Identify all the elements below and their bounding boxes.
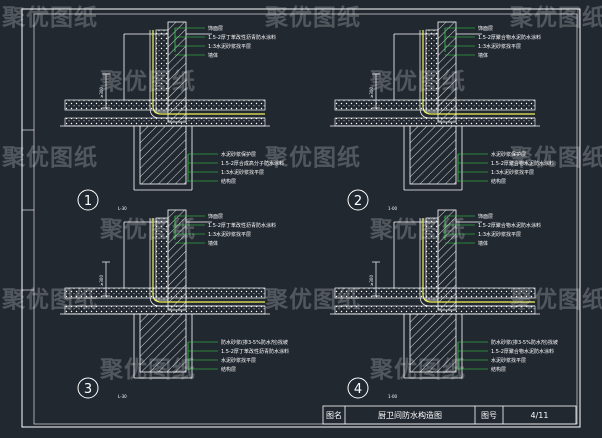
upper-note: 1.5-2厚丁苯改性沥青防水涂料 [208,222,276,229]
detail-number: 2 [354,194,362,209]
lower-note: 1.5-2厚聚合物水泥防水涂料 [491,160,554,167]
lower-note: 防水砂浆(掺3-5%防水剂)找坡 [221,339,288,346]
beam-hatch [139,313,187,373]
upper-note: 墙体 [208,240,218,247]
lower-note: 1:3水泥砂浆找平层 [491,169,534,176]
wall-plaster-layer [425,217,439,301]
beam-hatch [409,125,457,185]
dimension-label: ≥300 [369,275,374,286]
detail-tag: 1-00 [388,394,398,399]
upper-note: 饰面层 [208,213,223,220]
lower-note: 1:3水泥砂浆找平层 [221,169,264,176]
detail-tag: 1-00 [388,206,398,211]
detail-tag: L-30 [118,206,127,211]
detail-number-circle [77,189,99,211]
lower-note: 水泥砂浆找平层 [221,357,256,364]
upper-note: 1:3水泥砂浆找平层 [208,231,251,238]
inner-border [33,13,578,425]
lower-note: 结构层 [491,366,506,373]
upper-note: 1:3水泥砂浆找平层 [478,43,521,50]
floor-leveling [334,305,536,315]
detail-tag: L-30 [118,394,127,399]
lower-note: 结构层 [491,178,506,185]
upper-note: 饰面层 [208,25,223,32]
floor-screed [64,99,266,111]
detail-number: 4 [354,382,362,397]
wall-plaster-layer [425,29,439,113]
floor-leveling [64,305,266,315]
upper-note: 1.5-2厚聚合物水泥防水涂料 [478,34,541,41]
detail-number: 1 [84,194,92,209]
title-block [322,405,577,425]
floor-screed [334,287,536,299]
wall-plaster-layer [155,29,169,113]
beam-hatch [139,125,187,185]
upper-note: 饰面层 [478,213,493,220]
lower-note: 结构层 [221,366,236,373]
title-block-name-value: 厨卫间防水构造图 [378,410,442,420]
upper-note: 墙体 [478,52,488,59]
lower-note: 防水砂浆(掺3-5%防水剂)找坡 [491,339,558,346]
lower-note: 水泥砂浆保护层 [491,151,526,158]
floor-screed [334,99,536,111]
lower-note: 结构层 [221,178,236,185]
floor-leveling [334,117,536,127]
lower-note: 1.5-2厚聚合物水泥防水涂料 [491,348,554,355]
lower-note: 1.5-2厚丁苯改性沥青防水涂料 [221,348,289,355]
title-block-drawing-no-value: 4/11 [530,410,549,420]
lower-note: 水泥砂浆保护层 [221,151,256,158]
detail-number-circle [77,377,99,399]
wall-plaster-layer [155,217,169,301]
dimension-label: ≥300 [99,275,104,286]
dimension-label: ≥300 [369,87,374,98]
detail-number-circle [347,377,369,399]
outer-border [21,8,581,428]
detail-2: ≥300饰面层1.5-2厚聚合物水泥防水涂料1:3水泥砂浆找平层墙体水泥砂浆保护… [330,21,554,211]
details-layer: ≥300饰面层1.5-2厚丁苯改性沥青防水涂料1:3水泥砂浆找平层墙体水泥砂浆保… [60,21,558,399]
floor-screed [64,287,266,299]
floor-leveling [64,117,266,127]
lower-note: 1.5-2厚合成高分子防水涂料 [221,160,284,167]
detail-4: ≥300 饰面层 1.5-2厚聚合物水泥防水涂料 1:3水泥砂浆找平层墙体防水砂浆(掺… [330,209,558,399]
upper-note: 1:3水泥砂浆找平层 [208,43,251,50]
detail-number-circle [347,189,369,211]
upper-note: 1:3水泥砂浆找平层 [478,231,521,238]
title-block-drawing-no-label: 图号 [481,410,497,420]
upper-note: 1.5-2厚丁苯改性沥青防水涂料 [208,34,276,41]
dimension-label: ≥300 [99,87,104,98]
detail-1: ≥300饰面层1.5-2厚丁苯改性沥青防水涂料1:3水泥砂浆找平层墙体水泥砂浆保… [60,21,284,211]
upper-note: 饰面层 [478,25,493,32]
detail-3: ≥300 饰面层 1.5-2厚丁苯改性沥青防水涂料 1:3水泥砂浆找平层墙体防水砂浆(… [60,209,289,399]
lower-note: 水泥砂浆找平层 [491,357,526,364]
drawing-frame [21,8,581,428]
detail-number: 3 [84,382,92,397]
beam-hatch [409,313,457,373]
upper-note: 墙体 [478,240,488,247]
upper-note: 墙体 [208,52,218,59]
title-block-name-label: 图名 [326,410,342,420]
upper-note: 1.5-2厚聚合物水泥防水涂料 [478,222,541,229]
